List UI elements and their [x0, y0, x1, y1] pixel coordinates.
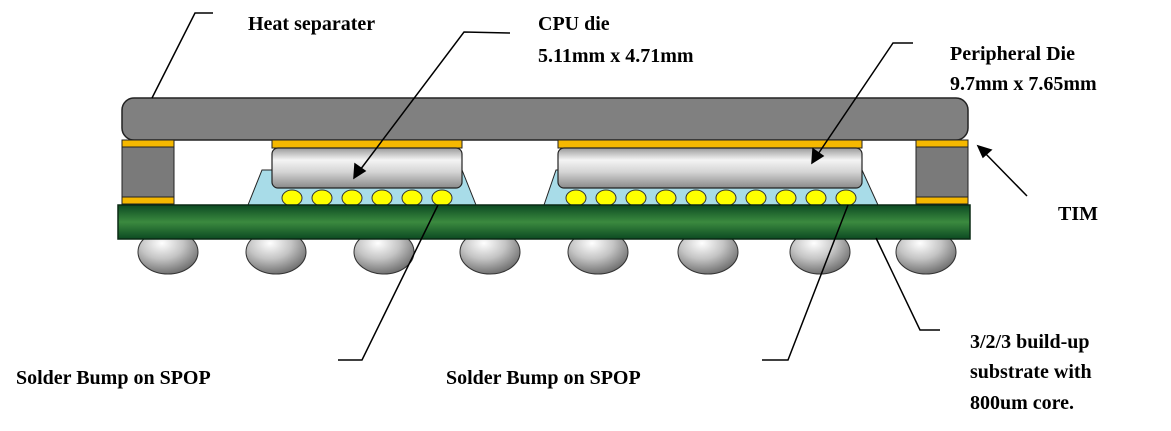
label-peripheral-die-size: 9.7mm x 7.65mm — [950, 73, 1097, 95]
label-tim: TIM — [1058, 203, 1098, 225]
arrow-cpu-die-line — [353, 31, 511, 179]
arrow-tim-head — [976, 144, 993, 159]
label-solder-bump-left: Solder Bump on SPOP — [16, 367, 211, 389]
peripheral-die-assembly — [543, 139, 879, 207]
label-substrate-line2: substrate with — [970, 361, 1092, 383]
solder-bump — [431, 189, 453, 207]
solder-bump — [835, 189, 857, 207]
tim-layer — [915, 139, 969, 148]
heat-spreader-lid — [121, 97, 969, 141]
tim-layer — [271, 139, 463, 149]
solder-bump — [281, 189, 303, 207]
solder-bump — [805, 189, 827, 207]
label-cpu-die: CPU die — [538, 13, 610, 35]
arrow-leaders — [353, 31, 1028, 197]
arrow-peripheral-die-line — [811, 42, 913, 164]
solder-bump — [565, 189, 587, 207]
leader-heat-separater — [151, 12, 213, 99]
label-peripheral-die: Peripheral Die — [950, 43, 1075, 65]
tim-layer — [121, 196, 175, 205]
solder-bump — [655, 189, 677, 207]
arrow-peripheral-die-head — [811, 147, 825, 165]
tim-layer — [557, 139, 863, 149]
solder-bump — [595, 189, 617, 207]
solder-bump — [401, 189, 423, 207]
label-cpu-die-size: 5.11mm x 4.71mm — [538, 45, 694, 67]
leader-substrate — [875, 237, 940, 331]
tim-layer — [121, 139, 175, 148]
solder-bump — [311, 189, 333, 207]
leader-lines — [151, 12, 940, 361]
tim-layer — [915, 196, 969, 205]
label-substrate-line3: 800um core. — [970, 392, 1075, 414]
solder-bump — [625, 189, 647, 207]
substrate — [117, 204, 971, 240]
cpu-die-assembly — [247, 139, 477, 207]
heat-spreader-legs — [121, 139, 969, 205]
cpu-die-body — [271, 147, 463, 189]
bga-balls — [137, 229, 957, 275]
solder-bumps-cpu — [281, 189, 453, 207]
label-substrate-line1: 3/2/3 build-up — [970, 331, 1090, 353]
solder-bump — [715, 189, 737, 207]
solder-bump — [745, 189, 767, 207]
label-heat-separater: Heat separater — [248, 13, 376, 35]
solder-bump — [371, 189, 393, 207]
label-solder-bump-right: Solder Bump on SPOP — [446, 367, 641, 389]
heat-spreader-leg-right — [915, 146, 969, 198]
solder-bump — [685, 189, 707, 207]
heat-spreader-leg-left — [121, 146, 175, 198]
solder-bump — [775, 189, 797, 207]
arrow-tim-line — [981, 149, 1028, 197]
solder-bumps-peripheral — [565, 189, 857, 207]
peripheral-die-body — [557, 147, 863, 189]
leader-solder-bump-right — [762, 204, 849, 361]
solder-bump — [341, 189, 363, 207]
leader-solder-bump-left — [338, 204, 439, 361]
arrow-cpu-die-head — [353, 162, 367, 180]
